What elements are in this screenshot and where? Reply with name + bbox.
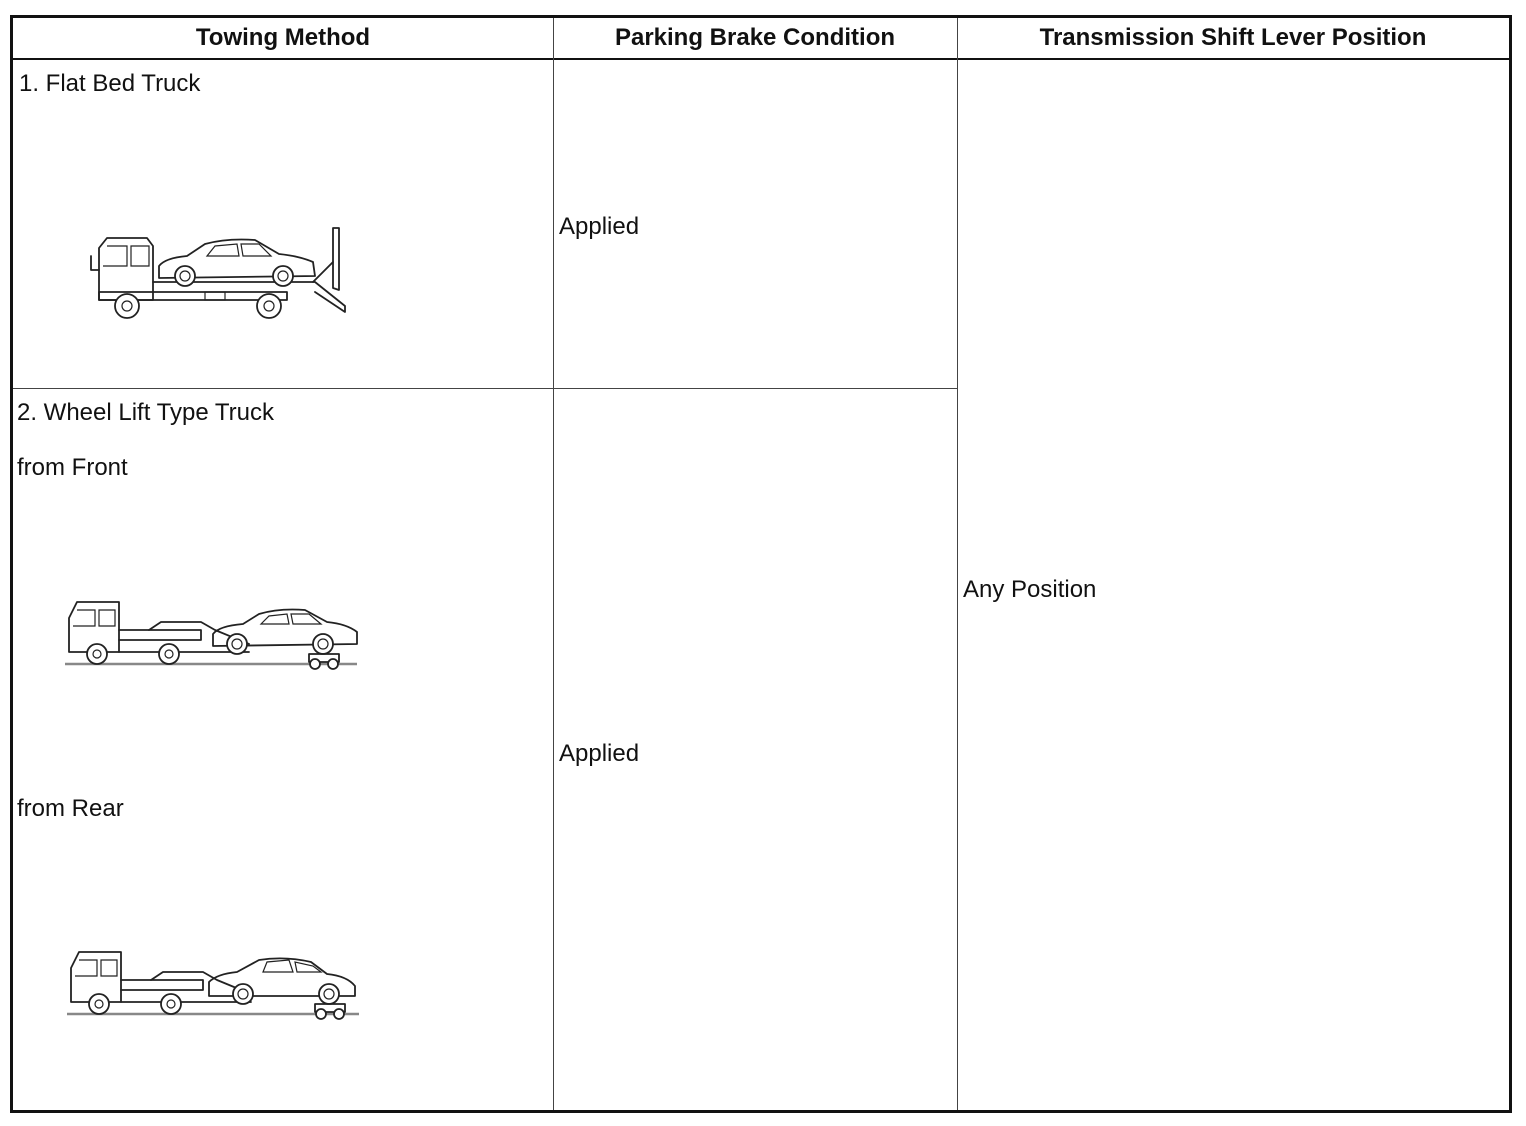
header-parking-brake: Parking Brake Condition (553, 18, 957, 60)
header-towing-method: Towing Method (13, 18, 553, 60)
row2-from-rear-label: from Rear (17, 795, 124, 822)
row2-method-title: 2. Wheel Lift Type Truck (17, 399, 275, 426)
row1-method-title: 1. Flat Bed Truck (19, 70, 201, 97)
column-divider-2 (957, 18, 958, 1110)
row-divider (13, 388, 957, 389)
flat-bed-truck-icon (87, 218, 347, 333)
header-shift-lever: Transmission Shift Lever Position (957, 18, 1509, 60)
row2-brake-value: Applied (559, 740, 640, 767)
wheel-lift-rear-icon (67, 946, 367, 1026)
row2-from-front-label: from Front (17, 454, 128, 481)
shift-lever-value: Any Position (963, 576, 1097, 603)
towing-table: Towing Method Parking Brake Condition Tr… (10, 15, 1512, 1113)
column-divider-1 (553, 18, 554, 1110)
row1-brake-value: Applied (559, 213, 640, 240)
wheel-lift-front-icon (65, 596, 365, 676)
